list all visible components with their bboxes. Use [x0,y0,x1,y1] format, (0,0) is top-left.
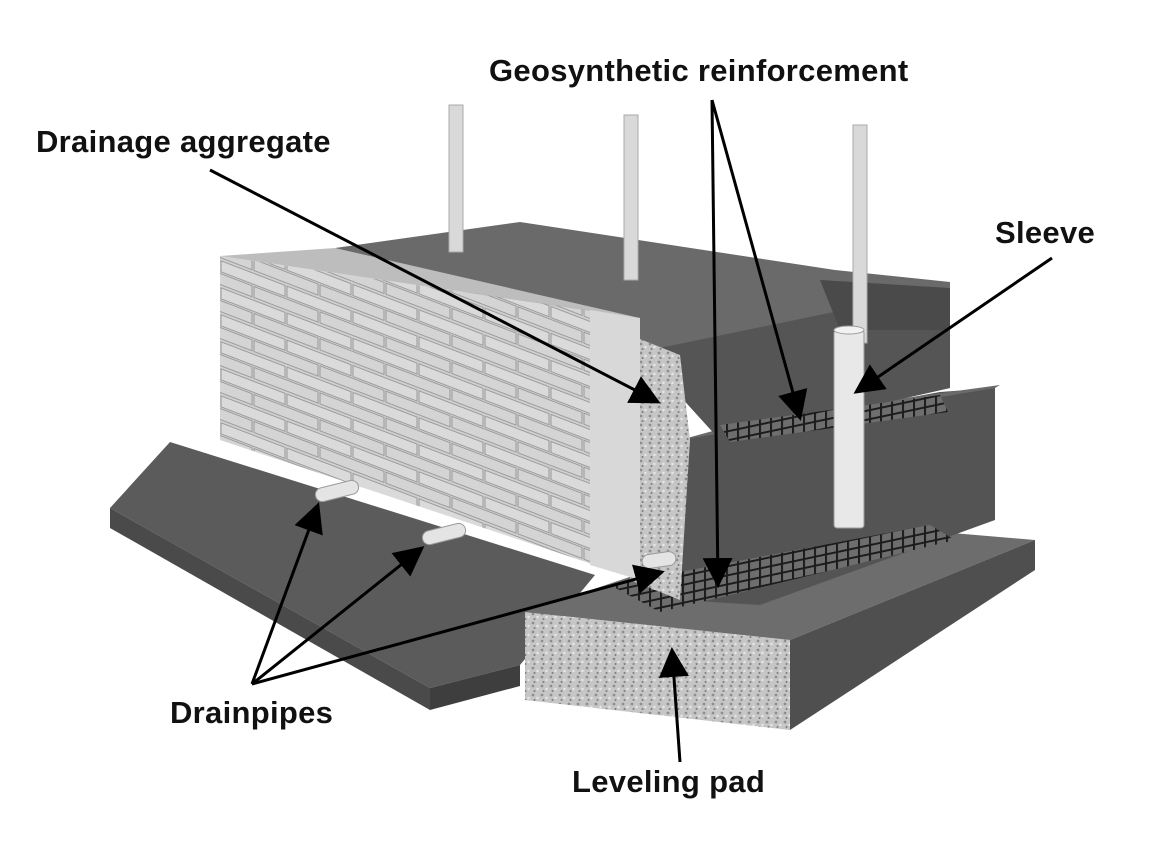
callout-arrows [209,99,1053,763]
arrow-drainpipe-1 [250,502,323,685]
arrow-drainpipe-2 [251,546,425,686]
drainpipe-stubs [314,479,677,569]
label-leveling-pad: Leveling pad [572,764,766,799]
drainpipe-1 [314,479,360,503]
arrow-geo-to-top-grid [710,99,808,421]
label-sleeve: Sleeve [995,215,1096,250]
label-geosynthetic-reinforcement: Geosynthetic reinforcement [489,53,909,88]
arrow-leveling-pad [658,647,689,763]
arrow-drainpipe-3 [251,564,665,686]
arrow-sleeve [853,256,1053,394]
label-drainage-aggregate: Drainage aggregate [36,124,331,159]
arrow-drainage-aggregate [209,168,661,404]
footing-slab [110,442,595,710]
label-drainpipes: Drainpipes [170,695,334,730]
arrow-geo-to-bottom-grid [702,99,733,588]
sleeve-tube [833,325,865,529]
vertical-rods [448,104,868,344]
drainpipe-2 [421,522,467,546]
